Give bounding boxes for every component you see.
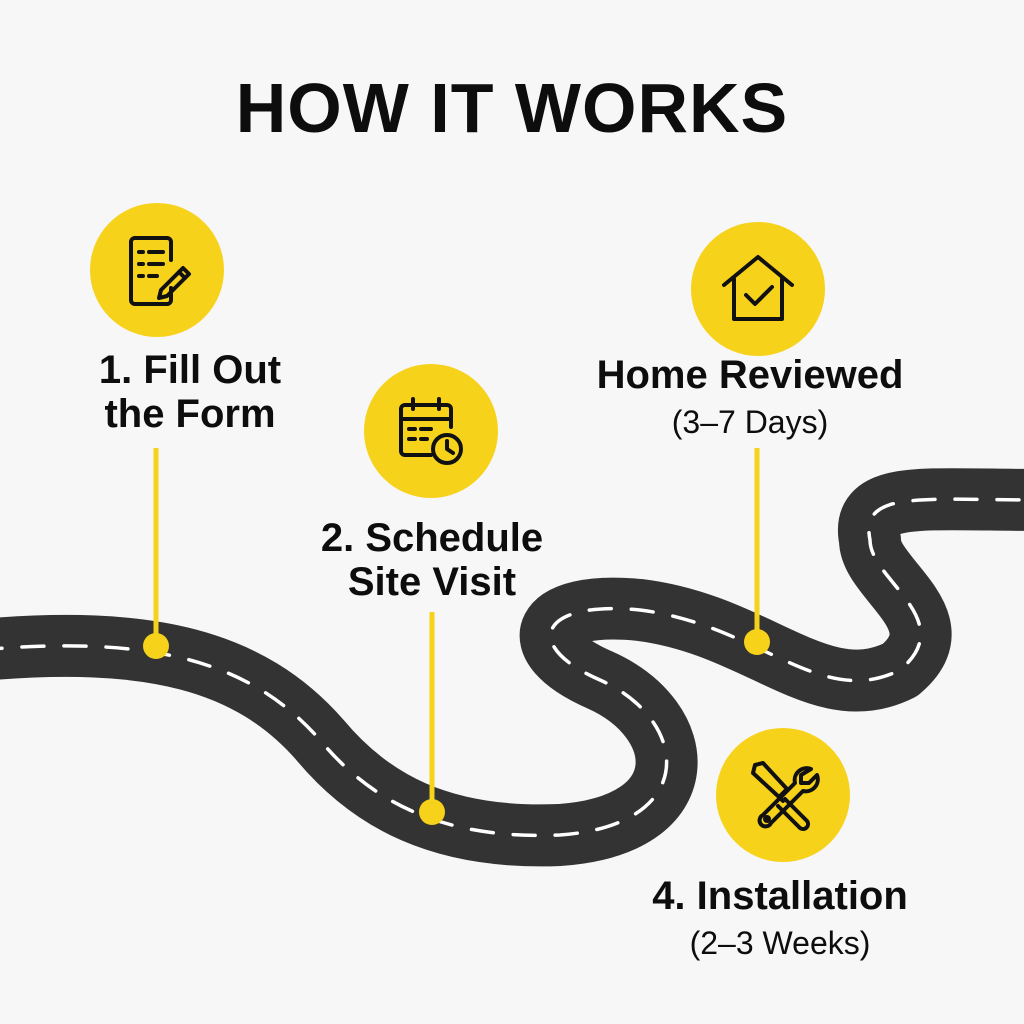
house-check-icon — [718, 249, 798, 329]
step-3-badge — [691, 222, 825, 356]
tools-icon — [743, 755, 823, 835]
step-1-label: 1. Fill Out the Form — [60, 348, 320, 436]
step-3-label: Home Reviewed — [560, 353, 940, 397]
step-4-duration: (2–3 Weeks) — [610, 925, 950, 961]
step-3-duration: (3–7 Days) — [560, 404, 940, 440]
marker-dot-step-3 — [744, 629, 770, 655]
step-2-label-line-2: Site Visit — [282, 560, 582, 604]
step-4-label: 4. Installation — [610, 874, 950, 918]
calendar-clock-icon — [391, 391, 471, 471]
step-2-label-line-1: 2. Schedule — [282, 516, 582, 560]
step-1-label-line-1: 1. Fill Out — [60, 348, 320, 392]
step-4-badge — [716, 728, 850, 862]
marker-dot-step-1 — [143, 633, 169, 659]
step-1-badge — [90, 203, 224, 337]
step-1-label-line-2: the Form — [60, 392, 320, 436]
form-pencil-icon — [117, 230, 197, 310]
marker-dot-step-2 — [419, 799, 445, 825]
step-2-label: 2. Schedule Site Visit — [282, 516, 582, 604]
step-2-badge — [364, 364, 498, 498]
